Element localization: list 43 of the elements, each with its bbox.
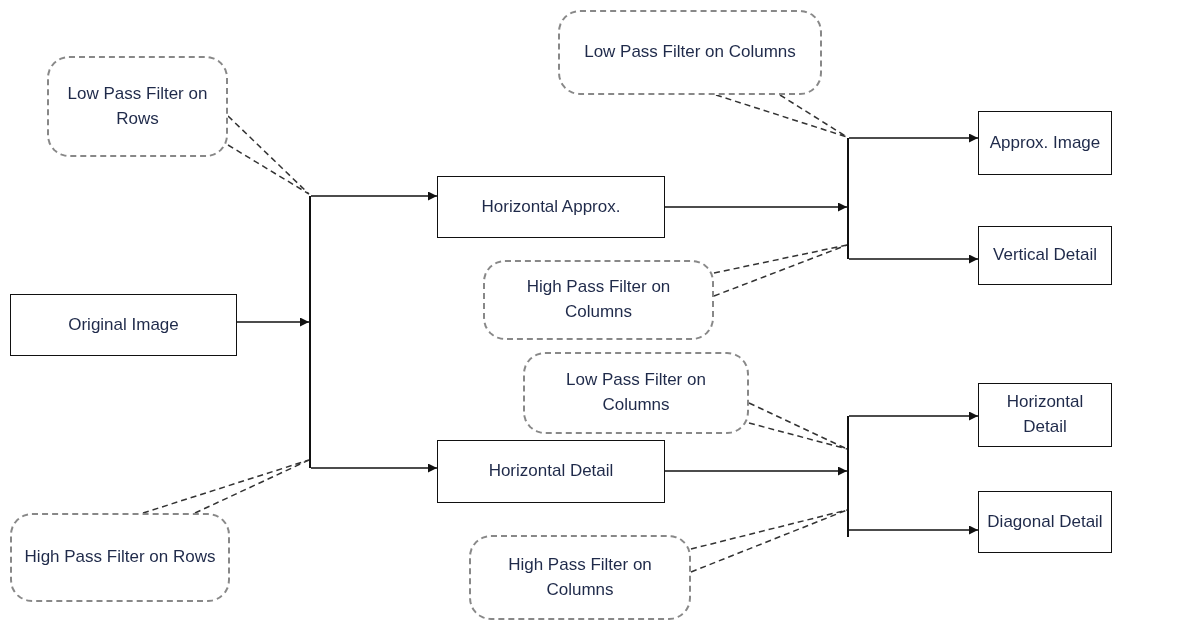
callout-bubble xyxy=(10,513,230,602)
callout-bubble xyxy=(47,56,228,157)
arrow xyxy=(664,466,848,476)
arrow xyxy=(236,317,310,327)
process-box xyxy=(978,491,1112,553)
leader-line xyxy=(227,115,310,195)
box-label: Original Image xyxy=(67,313,180,336)
callout-text: Low Pass Filter on Columns xyxy=(583,41,797,64)
leader-line xyxy=(690,509,848,573)
box-label: Diagonal Detail xyxy=(986,510,1104,533)
callout-text: High Pass Filter on Rows xyxy=(23,546,217,569)
arrow xyxy=(664,202,848,212)
leader-line xyxy=(142,459,310,514)
arrow xyxy=(848,411,979,421)
callout-text: High Pass Filter on Columns xyxy=(507,553,653,601)
box-label: Approx. Image xyxy=(988,131,1102,154)
leader-line xyxy=(713,244,848,297)
leader-line xyxy=(715,94,848,138)
arrow xyxy=(310,191,438,201)
box-label: Vertical Detail xyxy=(992,244,1098,267)
callout-bubble xyxy=(469,535,691,620)
arrow xyxy=(848,525,979,535)
process-box xyxy=(978,383,1112,447)
leader-line xyxy=(748,402,848,450)
arrow xyxy=(848,254,979,264)
process-box xyxy=(437,440,665,503)
box-label: Horizontal Detail xyxy=(1005,391,1085,438)
arrow xyxy=(848,133,979,143)
process-box xyxy=(10,294,237,356)
callout-text: High Pass Filter on Columns xyxy=(525,276,672,323)
process-box xyxy=(978,226,1112,285)
box-label: Horizontal Detail xyxy=(487,460,615,483)
process-box xyxy=(978,111,1112,175)
arrow xyxy=(310,463,438,473)
splitter-line xyxy=(309,196,311,468)
callout-bubble xyxy=(523,352,749,434)
callout-text: Low Pass Filter on Rows xyxy=(66,82,209,130)
callout-bubble xyxy=(558,10,822,95)
splitter-line xyxy=(847,416,849,537)
process-box xyxy=(437,176,665,238)
callout-text: Low Pass Filter on Columns xyxy=(565,369,707,416)
box-label: Horizontal Approx. xyxy=(480,195,622,218)
splitter-line xyxy=(847,138,849,259)
